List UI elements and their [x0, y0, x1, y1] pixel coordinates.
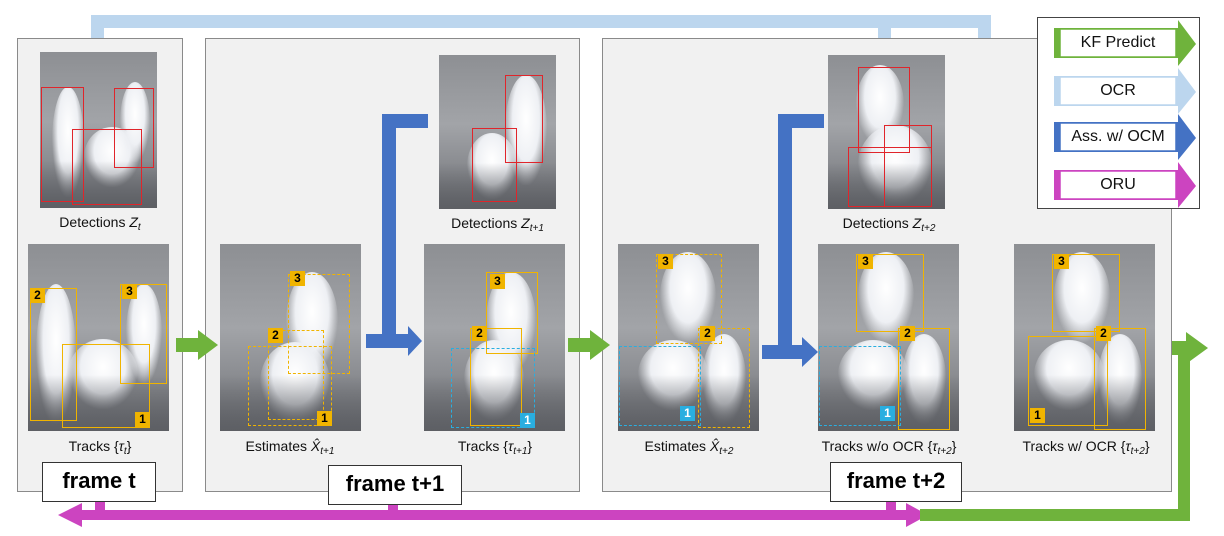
caption-tracks-with-ocr: Tracks w/ OCR {τt+2} [1022, 438, 1150, 457]
track-id-tag: 3 [122, 284, 137, 299]
caption-detections-t1: Detections Zt+1 [451, 215, 544, 234]
track-id-tag-lost: 1 [880, 406, 895, 421]
detection-box [848, 147, 932, 207]
track-id-tag: 3 [290, 271, 305, 286]
frame-label-t2: frame t+2 [830, 462, 962, 502]
kf-predict-arrow-1 [176, 330, 218, 360]
caption-tracks-t: Tracks {τt} [68, 438, 132, 457]
estimate-box-2 [698, 328, 750, 428]
legend: KF Predict OCR Ass. w/ OCM ORU [1037, 17, 1200, 209]
estimate-box-3 [288, 274, 350, 374]
lost-estimate-box-1 [619, 346, 701, 426]
image-detections-t1 [439, 55, 556, 209]
kf-predict-arrow-2 [568, 330, 610, 360]
lost-track-box-1 [819, 346, 901, 426]
detection-box [41, 87, 84, 202]
image-estimates-t1: 3 2 1 [220, 244, 361, 431]
track-id-tag: 2 [472, 326, 487, 341]
track-box-3 [1052, 254, 1120, 332]
detection-box [472, 128, 517, 202]
legend-ocr-label: OCR [1100, 82, 1136, 99]
track-box-2 [30, 288, 77, 421]
legend-ocr-arrow [1054, 68, 1196, 114]
detection-box [114, 88, 154, 168]
track-id-tag: 3 [858, 254, 873, 269]
association-arrow-2 [762, 114, 824, 367]
frame-label-t1: frame t+1 [328, 465, 462, 505]
track-id-tag: 1 [135, 412, 150, 427]
legend-association-arrow [1054, 114, 1196, 160]
detection-box [505, 75, 543, 163]
legend-oru-label: ORU [1100, 176, 1136, 193]
estimate-box-1 [248, 346, 332, 426]
track-id-tag: 1 [317, 411, 332, 426]
caption-detections-t2: Detections Zt+2 [842, 215, 936, 234]
legend-kf-label: KF Predict [1080, 34, 1156, 51]
association-arrow-1 [366, 114, 428, 356]
track-id-tag: 1 [1030, 408, 1045, 423]
lost-track-box-1 [451, 348, 535, 428]
track-box-3 [856, 254, 924, 332]
caption-tracks-t1: Tracks {τt+1} [457, 438, 533, 457]
caption-detections-t: Detections Zt [59, 214, 141, 233]
frame-label-t: frame t [42, 462, 156, 502]
track-id-tag: 3 [490, 274, 505, 289]
legend-association-label: Ass. w/ OCM [1071, 128, 1165, 145]
track-box-2 [1094, 328, 1146, 430]
detection-box [72, 129, 142, 205]
caption-estimates-t1: Estimates X̂t+1 [245, 438, 335, 457]
estimate-box-2 [268, 330, 324, 420]
legend-kf-arrow [1054, 20, 1196, 66]
image-tracks-t: 2 3 1 [28, 244, 169, 431]
track-id-tag: 2 [1096, 326, 1111, 341]
track-box-1 [1028, 336, 1108, 426]
image-tracks-with-ocr: 3 2 1 [1014, 244, 1155, 431]
image-estimates-t2: 3 2 1 [618, 244, 759, 431]
track-id-tag: 2 [900, 326, 915, 341]
track-id-tag: 2 [30, 288, 45, 303]
track-box-3 [120, 284, 167, 384]
track-id-tag-lost: 1 [680, 406, 695, 421]
track-box-3 [486, 272, 538, 354]
image-detections-t2 [828, 55, 945, 209]
legend-oru-arrow [1054, 162, 1196, 208]
track-id-tag: 3 [1054, 254, 1069, 269]
track-id-tag-lost: 1 [520, 413, 535, 428]
caption-tracks-without-ocr: Tracks w/o OCR {τt+2} [821, 438, 957, 457]
track-id-tag: 2 [268, 328, 283, 343]
image-detections-t [40, 52, 157, 208]
legend-arrows [1054, 20, 1196, 208]
image-tracks-without-ocr: 3 2 1 [818, 244, 959, 431]
track-id-tag: 2 [700, 326, 715, 341]
track-box-1 [62, 344, 150, 428]
track-box-2 [470, 328, 522, 426]
caption-estimates-t2: Estimates X̂t+2 [644, 438, 734, 457]
track-box-2 [898, 328, 950, 430]
estimate-box-3 [656, 254, 722, 344]
track-id-tag: 3 [658, 254, 673, 269]
image-tracks-t1: 3 2 1 [424, 244, 565, 431]
